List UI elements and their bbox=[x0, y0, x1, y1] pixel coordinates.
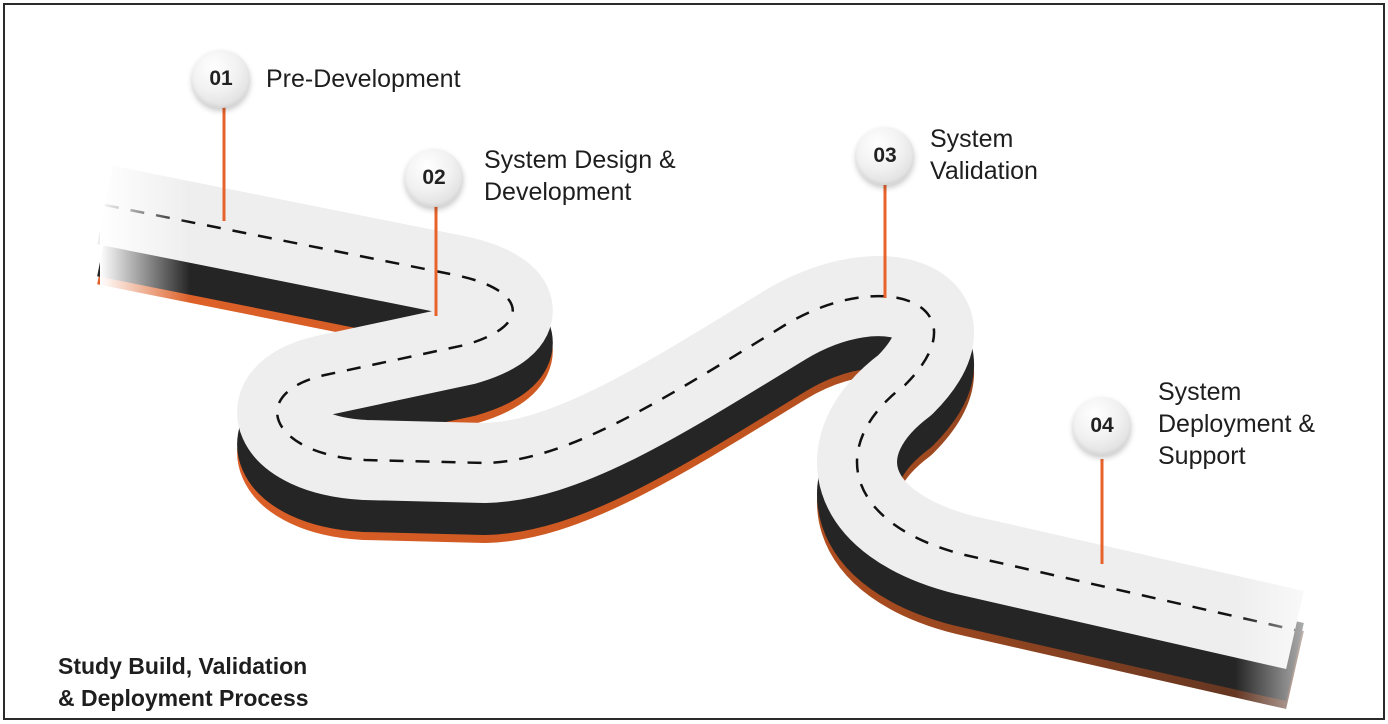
diagram-caption: Study Build, Validation & Deployment Pro… bbox=[58, 650, 309, 714]
milestone-label-03: System Validation bbox=[930, 123, 1038, 187]
milestone-label-04: System Deployment & Support bbox=[1158, 376, 1315, 472]
milestone-label-02: System Design & Development bbox=[484, 144, 676, 208]
milestone-number-04: 04 bbox=[1090, 414, 1114, 437]
milestone-badge-03: 03 bbox=[856, 127, 914, 185]
road-fade-right bbox=[1235, 545, 1345, 718]
milestone-number-02: 02 bbox=[422, 166, 446, 189]
milestone-label-04-line-2: Deployment & bbox=[1158, 410, 1316, 438]
lane-marking bbox=[104, 203, 1296, 632]
caption-line-2: & Deployment Process bbox=[58, 685, 309, 711]
milestone-label-04-line-1: System bbox=[1158, 378, 1242, 406]
milestone-number-01: 01 bbox=[209, 67, 233, 90]
milestone-label-04-line-3: Support bbox=[1158, 442, 1246, 470]
milestone-label-01: Pre-Development bbox=[266, 63, 461, 95]
diagram-frame: 01 Pre-Development 02 System Design & De… bbox=[3, 3, 1385, 720]
milestone-badge-02: 02 bbox=[405, 149, 463, 207]
milestone-badge-04: 04 bbox=[1073, 397, 1131, 455]
milestone-badge-01: 01 bbox=[192, 50, 250, 108]
milestone-label-01-line: Pre-Development bbox=[266, 65, 461, 93]
road-fade-left bbox=[100, 155, 190, 315]
milestone-label-03-line-1: System bbox=[930, 125, 1014, 153]
milestone-number-03: 03 bbox=[873, 144, 897, 167]
milestone-label-02-line-2: Development bbox=[484, 178, 632, 206]
milestone-label-02-line-1: System Design & bbox=[484, 146, 676, 174]
caption-line-1: Study Build, Validation bbox=[58, 653, 308, 679]
milestone-label-03-line-2: Validation bbox=[930, 157, 1038, 185]
road-illustration bbox=[97, 106, 1345, 718]
